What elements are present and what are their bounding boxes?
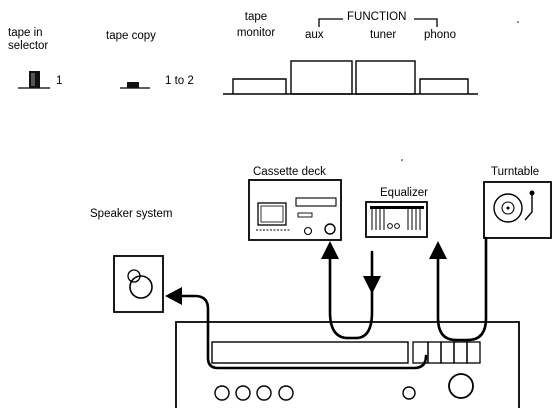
cassette-up-arrow	[321, 241, 339, 259]
tape-in-selector-label: tape in selector	[8, 27, 48, 53]
equalizer-up-arrow	[429, 241, 447, 259]
tuner-label: tuner	[370, 29, 397, 41]
aux-button[interactable]	[290, 60, 353, 95]
equalizer-out-cable	[436, 256, 458, 342]
tape-monitor-button[interactable]	[232, 78, 287, 94]
speaker-cable	[180, 294, 428, 370]
tape-in-selector-label-line2: selector	[8, 40, 49, 52]
cassette-in-cable	[354, 250, 374, 340]
turntable-label: Turntable	[491, 166, 539, 178]
tape-copy-position-label: 1 to 2	[165, 75, 194, 87]
aux-label: aux	[305, 29, 324, 41]
tape-monitor-label-line2: monitor	[236, 27, 276, 39]
turntable-cable	[466, 236, 488, 342]
speaker-system-label: Speaker system	[90, 208, 172, 220]
equalizer-label: Equalizer	[380, 187, 428, 199]
tape-copy-switch[interactable]	[120, 82, 150, 89]
speaker-arrow	[165, 287, 182, 305]
tuner-button[interactable]	[355, 60, 416, 95]
tape-monitor-label-line1: tape	[244, 11, 268, 23]
turntable	[483, 181, 552, 239]
tape-in-selector-label-line1: tape in	[8, 27, 43, 39]
cables	[180, 236, 488, 370]
equalizer	[365, 201, 428, 238]
tape-in-selector-position-label: 1	[56, 75, 63, 87]
cassette-deck	[248, 179, 342, 241]
arrows	[165, 241, 447, 305]
function-group-title: FUNCTION	[347, 11, 407, 23]
phono-label: phono	[424, 29, 456, 41]
cassette-out-cable	[328, 256, 350, 340]
speaker-system	[113, 255, 164, 313]
phono-button[interactable]	[419, 78, 469, 94]
amplifier	[175, 321, 520, 408]
cassette-deck-label: Cassette deck	[253, 166, 326, 178]
tape-copy-label: tape copy	[106, 30, 156, 42]
tape-monitor-label: tape monitor	[232, 11, 280, 40]
tape-in-selector-switch[interactable]	[18, 71, 50, 89]
function-bracket	[318, 18, 438, 27]
cassette-down-arrow	[363, 276, 381, 294]
